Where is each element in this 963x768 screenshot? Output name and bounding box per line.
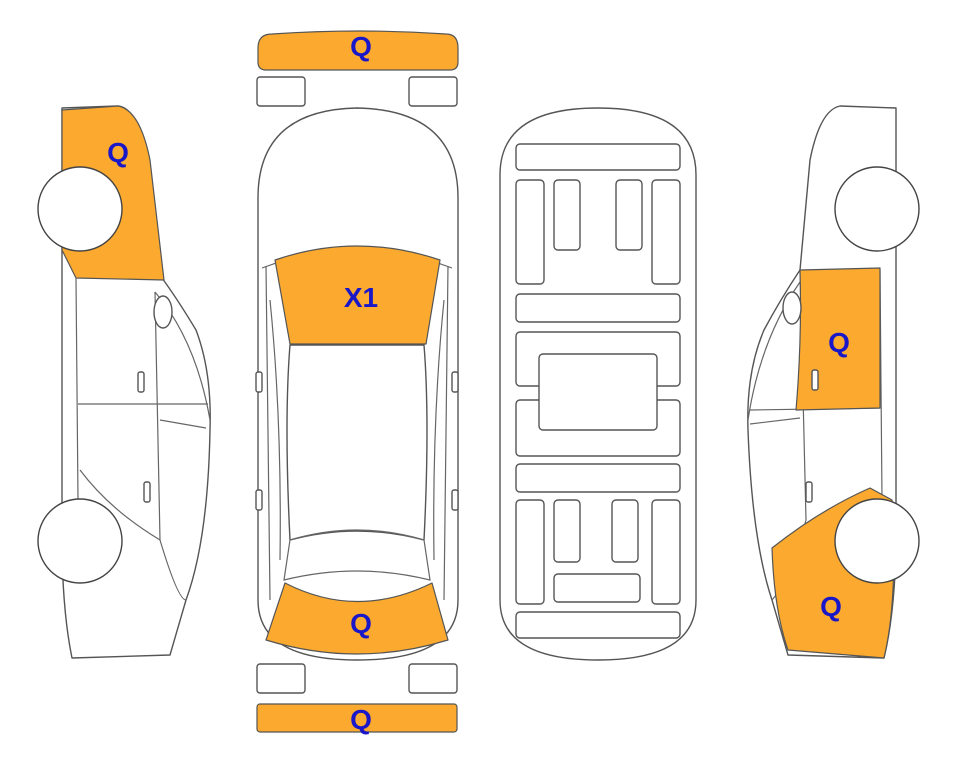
trunk-panel[interactable]: [265, 582, 449, 655]
left-front-marker: Q: [107, 137, 129, 168]
car-left-side-view: [37, 105, 211, 659]
car-right-side-view: [747, 105, 920, 659]
damage-labels: Q Q X1 Q Q Q Q: [107, 31, 850, 735]
car-underbody-view: [499, 107, 697, 661]
left-rear-wheel: [37, 498, 123, 584]
rear-bumper-marker: Q: [350, 704, 372, 735]
trunk-marker: Q: [350, 608, 372, 639]
front-bumper-group: [256, 30, 459, 107]
front-bumper-panel[interactable]: [257, 30, 459, 71]
rear-bumper-group: [256, 663, 458, 733]
front-right-light: [408, 76, 458, 107]
front-bumper-marker: Q: [350, 31, 372, 62]
top-view-roof: [286, 344, 428, 541]
front-left-light: [256, 76, 306, 107]
left-front-wheel: [37, 166, 123, 252]
rear-left-light: [256, 663, 306, 694]
hood-panel[interactable]: [274, 245, 441, 345]
car-top-view: [255, 107, 459, 661]
right-rear-marker: Q: [820, 591, 842, 622]
rear-right-light: [408, 663, 458, 694]
right-front-wheel: [834, 166, 920, 252]
hood-marker: X1: [344, 282, 378, 313]
right-rear-door-marker: Q: [828, 327, 850, 358]
right-rear-wheel: [834, 498, 920, 584]
rear-bumper-panel[interactable]: [256, 703, 458, 733]
